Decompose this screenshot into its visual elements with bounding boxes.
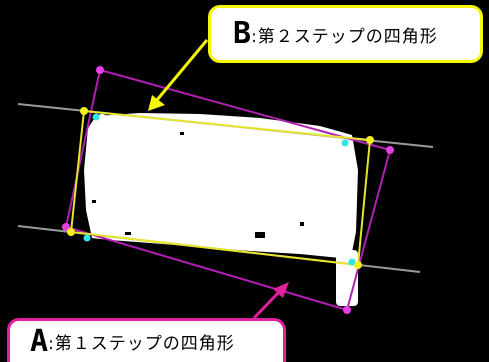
arrow-b bbox=[148, 39, 209, 111]
callout-letter-b: B bbox=[233, 16, 252, 51]
magenta-corner-points bbox=[62, 66, 394, 314]
callout-text-a: :第１ステップの四角形 bbox=[48, 334, 235, 354]
yellow-corner-points bbox=[67, 107, 374, 269]
callout-letter-a: A bbox=[30, 323, 49, 359]
object-blob-holes bbox=[92, 132, 304, 238]
callout-step1-label: A :第１ステップの四角形 bbox=[7, 318, 286, 362]
callout-step2-label: B :第２ステップの四角形 bbox=[208, 5, 483, 63]
cyan-contact-points bbox=[83, 113, 356, 266]
callout-text-b: :第２ステップの四角形 bbox=[251, 26, 438, 47]
arrow-a bbox=[252, 282, 289, 320]
